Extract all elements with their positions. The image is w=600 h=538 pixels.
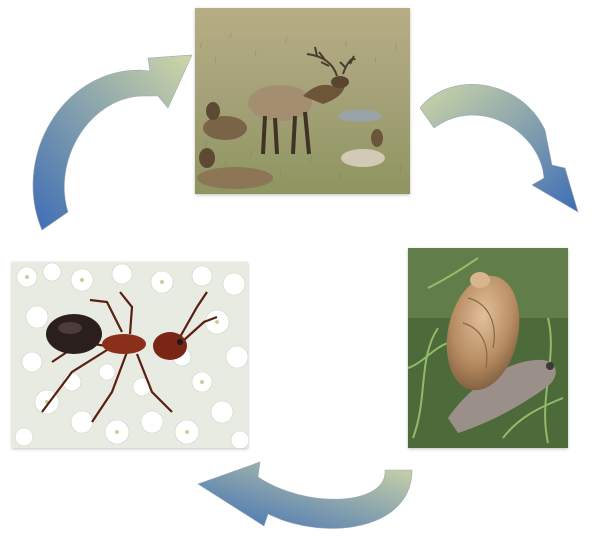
arrow-snail-to-ant xyxy=(198,462,412,528)
arrow-elk-to-snail xyxy=(420,84,578,212)
arrow-ant-to-elk xyxy=(33,55,192,230)
snail-photo xyxy=(408,248,568,448)
elk-photo xyxy=(195,8,410,194)
ant-on-flowers-photo xyxy=(12,262,248,448)
